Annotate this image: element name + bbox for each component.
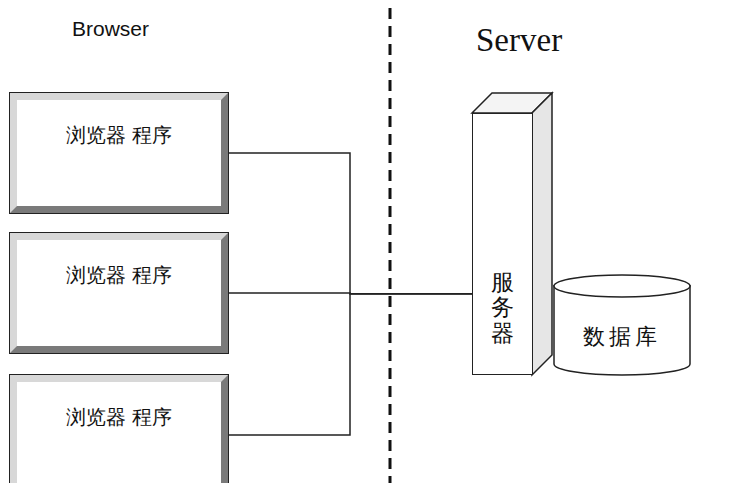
node-label: 浏览器 程序 (66, 404, 172, 431)
browser-box: 浏览器 程序 (10, 93, 228, 213)
server-tower: 服务器 (472, 113, 533, 375)
connector-line (228, 153, 472, 294)
connector-line (228, 294, 472, 435)
divider-line (389, 8, 392, 483)
vertical-label: 服务器 (491, 270, 514, 346)
section-label: Server (476, 22, 562, 59)
node-label: 浏览器 程序 (66, 262, 172, 289)
browser-box: 浏览器 程序 (10, 375, 228, 483)
tower-side (532, 93, 552, 375)
node-label: 数据库 (583, 322, 661, 352)
browser-box: 浏览器 程序 (10, 233, 228, 353)
node-label: 浏览器 程序 (66, 122, 172, 149)
database-cylinder: 数据库 (553, 274, 691, 376)
section-label: Browser (72, 17, 149, 41)
